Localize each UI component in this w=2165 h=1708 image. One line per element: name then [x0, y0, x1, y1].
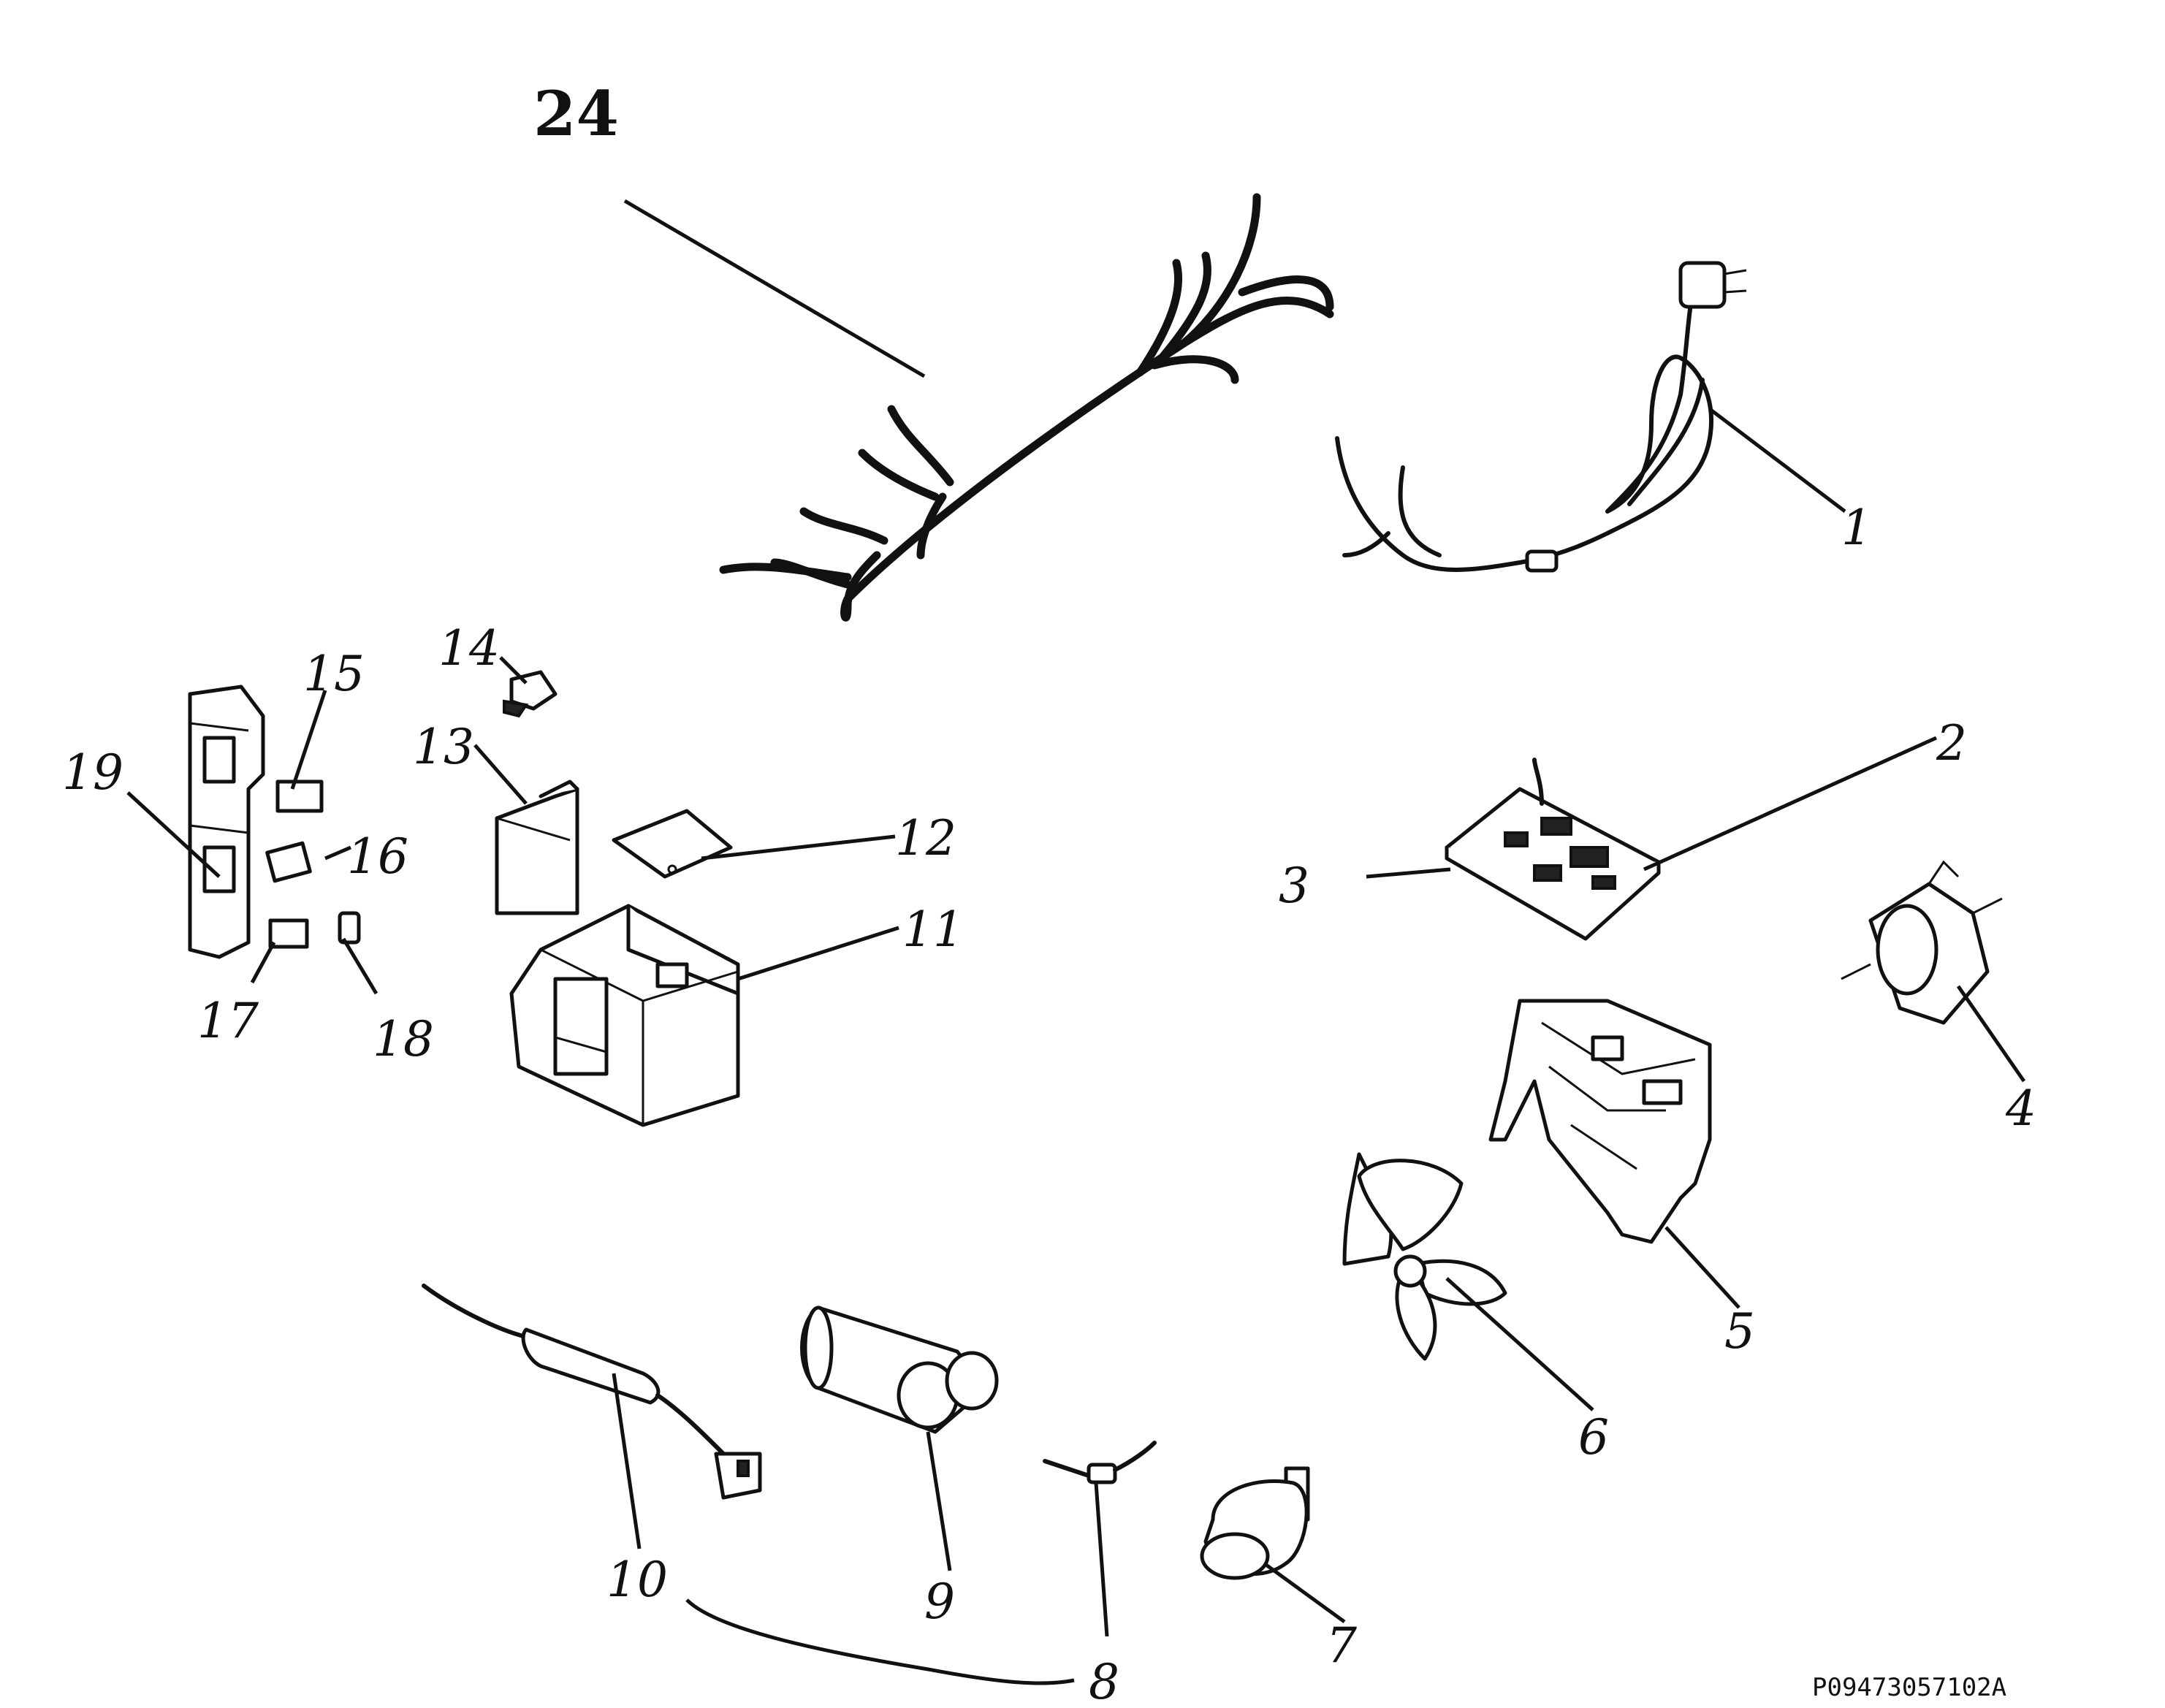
leader-lines — [126, 199, 2026, 1685]
part-8-fuse — [1043, 1441, 1157, 1484]
part-4-motor — [1841, 860, 2003, 1025]
callout-18: 18 — [373, 1011, 434, 1067]
document-id: P09473057102A — [1812, 1673, 2007, 1702]
part-13-relay — [495, 779, 579, 915]
callout-3: 3 — [1279, 858, 1309, 914]
callout-17: 17 — [197, 993, 259, 1049]
part-1-power-cord — [1335, 261, 1747, 573]
callout-13: 13 — [413, 719, 474, 775]
callout-9: 9 — [924, 1574, 955, 1630]
leader-15 — [290, 690, 327, 790]
part-9-capacitor — [800, 1305, 999, 1434]
part-11-transformer — [509, 904, 740, 1127]
callout-15: 15 — [303, 646, 365, 702]
callout-8: 8 — [1089, 1654, 1119, 1708]
callout-12: 12 — [895, 810, 956, 866]
callout-14: 14 — [438, 620, 500, 676]
leader-8-to-10 — [685, 1598, 1075, 1685]
leader-14 — [499, 656, 528, 685]
leader-19 — [126, 791, 221, 878]
leader-12 — [701, 834, 896, 861]
leader-3 — [1366, 867, 1451, 879]
leader-10 — [612, 1373, 642, 1549]
leader-6 — [1445, 1277, 1594, 1411]
leader-17 — [250, 941, 276, 984]
part-24-wiring-harness — [719, 193, 1334, 622]
callout-4: 4 — [2005, 1080, 2036, 1137]
callout-1: 1 — [1841, 500, 1872, 556]
leader-5 — [1664, 1226, 1740, 1309]
leader-18 — [341, 937, 378, 995]
callout-2: 2 — [1936, 715, 1967, 771]
part-10-hv-diode — [422, 1284, 762, 1500]
callout-11: 11 — [902, 901, 964, 958]
leader-1 — [1708, 408, 1846, 513]
callout-5: 5 — [1724, 1303, 1755, 1360]
part-14-clip — [503, 670, 558, 718]
part-5-bracket-assembly — [1488, 999, 1712, 1244]
leader-8 — [1094, 1482, 1109, 1637]
callout-24: 24 — [533, 77, 619, 150]
callout-6: 6 — [1578, 1409, 1609, 1465]
leader-16 — [324, 845, 351, 861]
part-6-fan-blade — [1342, 1152, 1507, 1361]
callout-7: 7 — [1326, 1617, 1357, 1674]
callout-19: 19 — [62, 744, 123, 801]
callout-10: 10 — [606, 1552, 668, 1608]
part-12-plate — [612, 809, 733, 879]
leader-2 — [1643, 736, 1938, 872]
leader-4 — [1956, 985, 2026, 1083]
part-7-sensor — [1200, 1466, 1310, 1580]
callout-16: 16 — [347, 828, 408, 885]
leader-24 — [623, 199, 926, 378]
callout-labels: 24 1 2 3 4 5 6 7 8 9 10 11 12 13 14 15 1… — [62, 77, 2036, 1708]
part-2-3-control-board — [1445, 758, 1661, 941]
leader-11 — [737, 926, 899, 981]
part-15-19-switch-assembly — [188, 685, 361, 959]
leader-9 — [926, 1431, 952, 1571]
leader-7 — [1263, 1561, 1346, 1624]
leader-13 — [473, 744, 528, 805]
